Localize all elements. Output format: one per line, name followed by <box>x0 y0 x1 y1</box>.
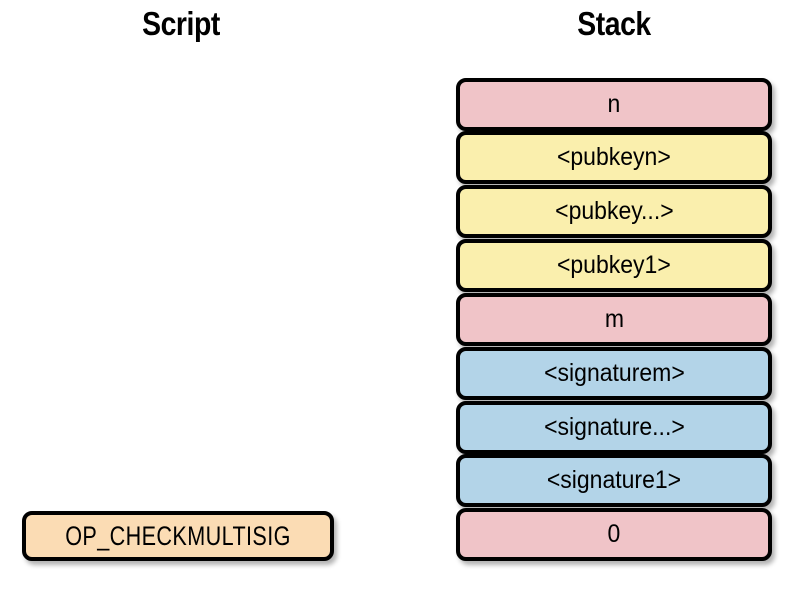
stack-item-label: <pubkeyn> <box>557 143 671 171</box>
stack-item-label: n <box>607 90 621 118</box>
stack-item-m[interactable]: m <box>456 293 772 346</box>
stack-item-label: <signature1> <box>546 466 682 494</box>
stack-item-label: <signature...> <box>543 413 685 441</box>
stack-item-pubkeyn[interactable]: <pubkeyn> <box>456 131 772 184</box>
stack-item-signature1[interactable]: <signature1> <box>456 454 772 507</box>
script-item-op-checkmultisig[interactable]: OP_CHECKMULTISIG <box>22 511 334 561</box>
stack-item-label: <pubkey1> <box>557 251 671 279</box>
script-column-title: Script <box>142 5 220 42</box>
stack-item-label: <pubkey...> <box>554 197 674 225</box>
stack-item-n[interactable]: n <box>456 78 772 131</box>
stack-item-signaturem[interactable]: <signaturem> <box>456 347 772 400</box>
stack-item-label: m <box>604 305 624 333</box>
stack-item-pubkey1[interactable]: <pubkey1> <box>456 239 772 292</box>
script-item-label: OP_CHECKMULTISIG <box>65 520 291 551</box>
stack-item-label: <signaturem> <box>543 359 685 387</box>
stack-item-signature-ellipsis[interactable]: <signature...> <box>456 401 772 454</box>
stack-item-label: 0 <box>607 520 621 548</box>
stack-column-title: Stack <box>577 5 651 42</box>
stack-item-zero[interactable]: 0 <box>456 508 772 561</box>
stack-item-pubkey-ellipsis[interactable]: <pubkey...> <box>456 185 772 238</box>
